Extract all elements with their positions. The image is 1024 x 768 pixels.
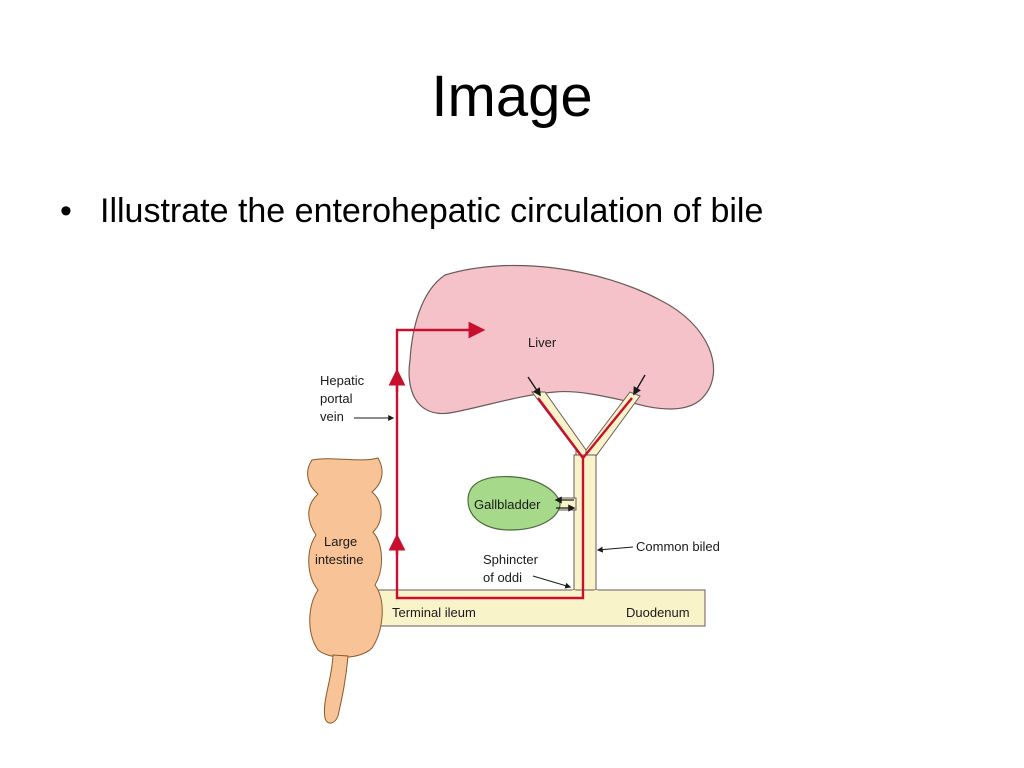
bullet-item: • Illustrate the enterohepatic circulatio…	[60, 186, 763, 236]
hepatic-portal-vein-label-3: vein	[320, 409, 344, 424]
sphincter-label-1: Sphincter	[483, 552, 539, 567]
terminal-ileum-label: Terminal ileum	[392, 605, 476, 620]
sphincter-pointer	[532, 575, 572, 589]
common-bileduct-pointer	[596, 546, 634, 553]
large-intestine-label-1: Large	[324, 534, 357, 549]
bile-flow-right-branch	[582, 397, 633, 459]
liver-shape	[408, 264, 715, 414]
hepatic-portal-vein-label-2: portal	[320, 391, 353, 406]
bile-in-arrow-right	[633, 374, 646, 396]
bullet-icon: •	[60, 192, 72, 230]
bile-flow-left-branch	[537, 397, 584, 459]
slide-title: Image	[431, 64, 593, 129]
sphincter-label-2: of oddi	[483, 570, 522, 585]
hepatic-duct-right	[585, 391, 641, 463]
small-intestine-tube	[377, 589, 706, 627]
enterohepatic-circulation-path	[395, 321, 585, 600]
bullet-text: Illustrate the enterohepatic circulation…	[100, 192, 764, 230]
appendix-shape	[323, 654, 349, 724]
bile-in-arrow-left	[527, 376, 541, 397]
gallbladder-shape	[467, 476, 561, 531]
hepatic-portal-vein-label-1: Hepatic	[320, 373, 365, 388]
duodenum-label: Duodenum	[626, 605, 690, 620]
common-bileduct-label: Common bileduct	[636, 539, 720, 554]
gallbladder-label: Gallbladder	[474, 497, 541, 512]
liver-label: Liver	[528, 335, 557, 350]
enterohepatic-circulation-diagram: Liver Hepatic portal vein Gallbladder La…	[307, 264, 720, 724]
common-bile-duct	[573, 454, 597, 601]
large-intestine-label-2: intestine	[315, 552, 363, 567]
large-intestine-shape	[307, 457, 383, 658]
